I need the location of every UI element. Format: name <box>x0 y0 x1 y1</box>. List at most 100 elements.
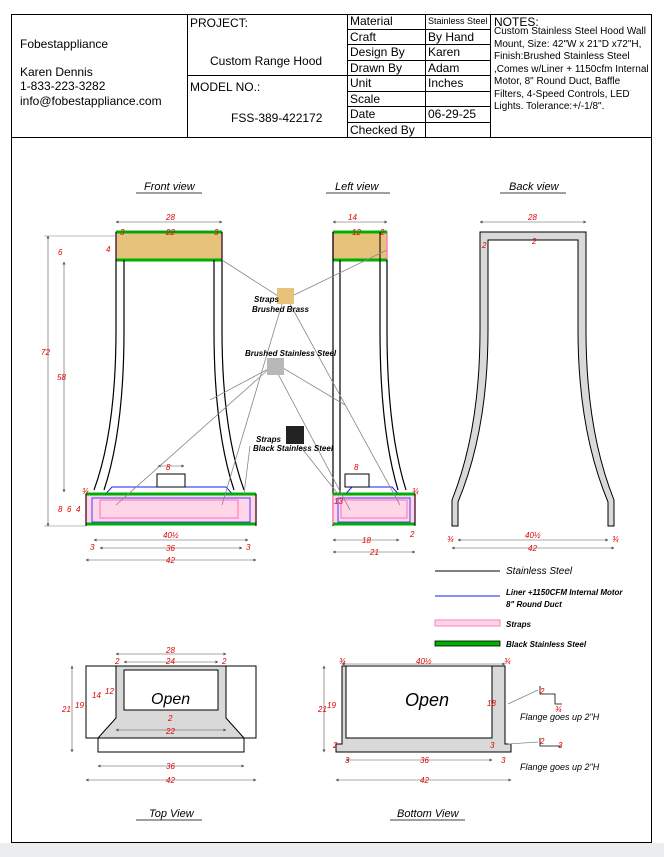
company-cell: Fobestappliance Karen Dennis 1-833-223-3… <box>11 14 188 138</box>
notes-text: Custom Stainless Steel Hood Wall Mount, … <box>494 26 649 112</box>
callouts: Straps Brushed Brass Brushed Stainless S… <box>115 249 401 511</box>
dim-front-28: 28 <box>165 213 175 222</box>
dim-top-21: 21 <box>61 705 71 714</box>
spec-key: Design By <box>348 45 426 61</box>
dim-top-24: 24 <box>165 657 175 666</box>
dim-front-6b: 6 <box>67 505 72 514</box>
spec-value: Adam <box>426 60 491 76</box>
legend-straps: Straps <box>506 620 531 629</box>
dim-left-2: 2 <box>379 228 385 237</box>
dim-bot-3c: 3 <box>501 756 506 765</box>
dim-back-34b: ¾ <box>612 535 619 544</box>
top-open-label: Open <box>151 691 190 708</box>
spec-key: Unit <box>348 76 426 92</box>
spec-value: Stainless Steel <box>426 14 491 30</box>
project-value: Custom Range Hood <box>210 54 323 68</box>
dim-left-12: 12 <box>352 228 361 237</box>
title-block: Fobestappliance Karen Dennis 1-833-223-3… <box>11 14 652 138</box>
spec-value: Inches <box>426 76 491 92</box>
dim-bot-34a: ¾ <box>339 657 346 666</box>
dim-bot-34b: ¾ <box>504 657 511 666</box>
spec-value <box>426 91 491 107</box>
dim-top-2c: 2 <box>167 714 173 723</box>
flange-note-1: Flange goes up 2"H <box>520 712 600 722</box>
dim-left-8: 8 <box>354 463 359 472</box>
front-view-title: Front view <box>144 181 196 193</box>
dim-bot-21: 21 <box>317 705 327 714</box>
dim-flange-2a: 2 <box>539 687 545 696</box>
bottom-view: Open 40½ ¾ ¾ 21 19 18 2 3 3 3 36 42 2 ¾ … <box>317 657 600 785</box>
spec-key: Scale <box>348 91 426 107</box>
dim-top-12: 12 <box>105 687 114 696</box>
dim-left-2b: 2 <box>409 530 415 539</box>
dim-flange-2b: 2 <box>539 737 545 746</box>
spec-value: Karen <box>426 45 491 61</box>
spec-key: Craft <box>348 29 426 45</box>
legend-liner-2: 8" Round Duct <box>506 600 562 609</box>
bottom-view-title: Bottom View <box>397 808 460 820</box>
project-label: PROJECT: <box>190 16 249 30</box>
callout-straps-black-2: Black Stainless Steel <box>253 444 334 453</box>
dim-bot-3b: 3 <box>345 756 350 765</box>
dim-front-4: 4 <box>106 245 111 254</box>
dim-front-3d: 3 <box>246 543 251 552</box>
black-swatch <box>286 426 304 444</box>
dim-back-2: 2 <box>481 241 487 250</box>
model-cell: MODEL NO.: FSS-389-422172 <box>188 76 348 138</box>
dim-front-3c: 3 <box>90 543 95 552</box>
dim-top-2b: 2 <box>221 657 227 666</box>
dim-bot-2: 2 <box>332 741 338 750</box>
dim-front-58: 58 <box>57 373 66 382</box>
dim-flange-3: 3 <box>558 741 563 750</box>
dim-bot-19: 19 <box>327 701 336 710</box>
bottom-open-label: Open <box>405 690 449 710</box>
dim-back-2b: 2 <box>531 237 537 246</box>
dim-front-42: 42 <box>166 556 175 565</box>
legend-stainless: Stainless Steel <box>506 566 573 577</box>
callout-straps-black-1: Straps <box>256 435 281 444</box>
dim-front-4b: 4 <box>76 505 81 514</box>
notes-label: NOTES: <box>494 15 539 29</box>
dim-left-13: 13 <box>334 497 343 506</box>
dim-bot-18: 18 <box>487 699 496 708</box>
dim-bot-36: 36 <box>420 756 429 765</box>
notes-cell: NOTES: Custom Stainless Steel Hood Wall … <box>491 14 652 138</box>
dim-flange-34: ¾ <box>555 705 562 714</box>
legend-liner-1: Liner +1150CFM Internal Motor <box>506 588 623 597</box>
email: info@fobestappliance.com <box>20 94 162 108</box>
legend-black-ss: Black Stainless Steel <box>506 640 587 649</box>
dim-front-34: ¾ <box>82 487 89 496</box>
dim-front-8b: 8 <box>58 505 63 514</box>
dim-front-22: 22 <box>165 228 175 237</box>
spec-key: Checked By <box>348 122 426 138</box>
back-view: 28 2 2 ¾ ¾ 40½ 42 <box>447 213 619 553</box>
brushed-swatch <box>267 358 284 375</box>
dim-bot-42: 42 <box>420 776 429 785</box>
phone: 1-833-223-3282 <box>20 79 106 93</box>
left-view: 14 12 2 8 13 ¾ 2 18 21 <box>332 213 419 557</box>
legend: Stainless Steel Liner +1150CFM Internal … <box>434 566 623 649</box>
dim-top-14: 14 <box>92 691 101 700</box>
callout-brushed-ss: Brushed Stainless Steel <box>245 349 337 358</box>
drawing-sheet <box>11 14 652 843</box>
dim-back-28: 28 <box>527 213 537 222</box>
dim-top-36: 36 <box>166 762 175 771</box>
back-view-title: Back view <box>509 181 560 193</box>
dim-top-19: 19 <box>75 701 84 710</box>
callout-straps-brass-2: Brushed Brass <box>252 305 309 314</box>
brass-swatch <box>277 288 294 304</box>
dim-front-36: 36 <box>166 544 175 553</box>
dim-left-18: 18 <box>362 536 371 545</box>
dim-front-6: 6 <box>58 248 63 257</box>
dim-front-40h: 40½ <box>163 531 179 540</box>
spec-key: Date <box>348 107 426 123</box>
model-label: MODEL NO.: <box>190 80 261 94</box>
project-cell: PROJECT: Custom Range Hood <box>188 14 348 76</box>
spec-value <box>426 122 491 138</box>
dim-front-8: 8 <box>166 463 171 472</box>
flange-note-2: Flange goes up 2"H <box>520 762 600 772</box>
dim-bot-3a: 3 <box>490 741 495 750</box>
bottom-bar <box>0 843 664 857</box>
dim-top-22: 22 <box>165 727 175 736</box>
